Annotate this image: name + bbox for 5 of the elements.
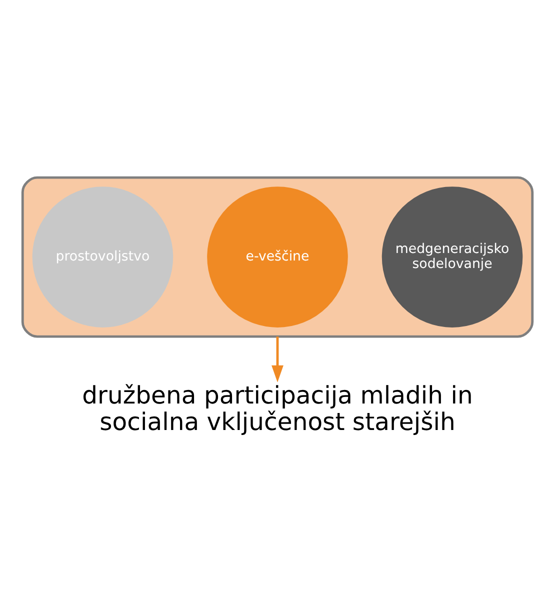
node-text: družbena participacija mladih in socialna vključenost starejših bbox=[82, 380, 473, 436]
node-circle: e-veščine bbox=[207, 186, 348, 327]
cluster bbox=[21, 176, 534, 338]
node-circle: medgeneracijsko sodelovanje bbox=[382, 186, 523, 327]
arrow bbox=[272, 336, 284, 382]
